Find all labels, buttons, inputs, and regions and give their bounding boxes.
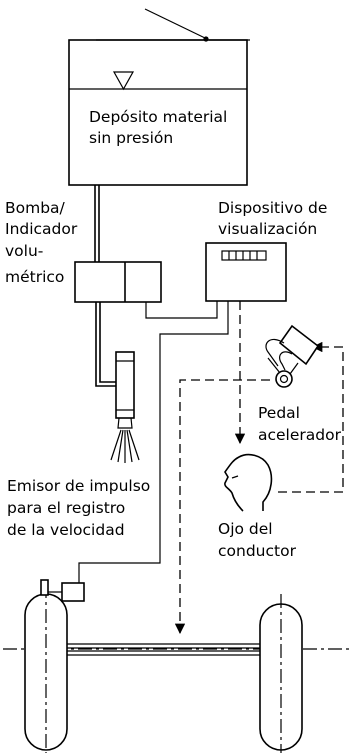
emitter-label-line-1: Emisor de impulso	[7, 477, 150, 495]
emitter-label-line-3: de la velocidad	[7, 521, 125, 539]
impulse-sensor-icon	[40, 579, 85, 602]
pedal-label-line-2: acelerador	[258, 426, 342, 444]
pump-signal-cable	[145, 301, 218, 319]
spray-nozzle-icon	[110, 351, 140, 463]
display-label-line-2: visualización	[218, 220, 317, 238]
tank-label-line-1: Depósito material	[89, 108, 227, 126]
eye-to-pedal-arrow	[278, 341, 344, 493]
emitter-label-line-2: para el registro	[7, 499, 125, 517]
eye-label-line-1: Ojo del	[218, 520, 273, 538]
material-tank	[68, 39, 248, 186]
wheel-icon	[24, 584, 68, 753]
eye-label-line-2: conductor	[218, 542, 297, 560]
pump-label-line-4: métrico	[5, 268, 64, 286]
driver-head-icon	[224, 453, 273, 512]
switch-icon	[96, 8, 250, 42]
nozzle-pipe	[95, 302, 116, 387]
pump-unit	[74, 261, 162, 303]
wheel-icon	[259, 594, 303, 753]
tank-label-line-2: sin presión	[89, 129, 173, 147]
axle	[67, 643, 260, 656]
sensor-cable	[78, 301, 229, 583]
display-device	[205, 242, 287, 302]
pump-label-line-2: Indicador	[5, 220, 78, 238]
pump-label-line-1: Bomba/	[5, 199, 66, 217]
supply-pipe	[94, 185, 100, 262]
pump-label-line-3: volu-	[5, 242, 43, 260]
liquid-level-triangle-icon	[112, 71, 135, 91]
pedal-to-axle-arrow	[174, 379, 270, 635]
accelerator-pedal-icon	[265, 324, 320, 388]
display-label-line-1: Dispositivo de	[218, 199, 327, 217]
pedal-label-line-1: Pedal	[258, 404, 300, 422]
